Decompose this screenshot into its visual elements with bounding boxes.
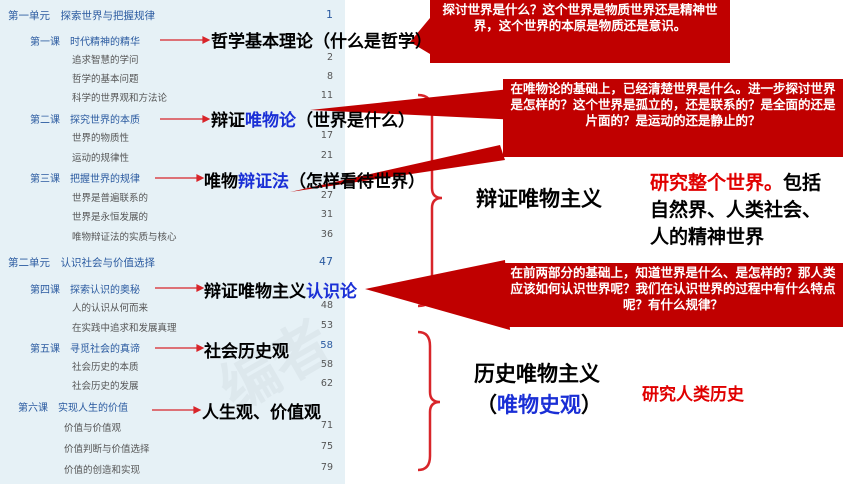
label-philosophy: 哲学基本理论（什么是哲学） xyxy=(211,32,432,52)
label-social-history: 社会历史观 xyxy=(204,342,289,362)
toc-label: 哲学的基本问题 xyxy=(72,74,139,85)
toc-label: 人的认识从何而来 xyxy=(72,303,149,314)
toc-page-number: 48 xyxy=(320,300,333,311)
toc-label: 价值的创造和实现 xyxy=(64,465,141,476)
toc-page-number: 17 xyxy=(320,130,333,141)
toc-lesson: 第四课 探索认识的奥秘 xyxy=(0,281,345,299)
toc-label: 价值判断与价值选择 xyxy=(64,444,150,455)
table-of-contents: 第一单元 探索世界与把握规律 1 第一课 时代精神的精华追求智慧的学问 2 哲学的基本问… xyxy=(0,0,345,484)
toc-page-number: 27 xyxy=(320,190,333,201)
toc-item: 唯物辩证法的实质与核心 36 xyxy=(0,229,345,247)
toc-label: 在实践中追求和发展真理 xyxy=(72,323,177,334)
toc-page-number: 31 xyxy=(320,209,333,220)
toc-label: 第一单元 探索世界与把握规律 xyxy=(8,10,155,22)
toc-label: 价值与价值观 xyxy=(64,423,122,434)
toc-label: 科学的世界观和方法论 xyxy=(72,93,168,104)
callout-box-2: 在唯物论的基础上，已经清楚世界是什么。进一步探讨世界是怎样的？这个世界是孤立的，… xyxy=(503,79,843,157)
toc-label: 追求智慧的学问 xyxy=(72,55,139,66)
toc-item: 世界的物质性 17 xyxy=(0,130,345,148)
toc-label: 世界是永恒发展的 xyxy=(72,212,149,223)
toc-item: 社会历史的发展 62 xyxy=(0,378,345,396)
toc-page-number: 71 xyxy=(320,420,333,431)
callout-box-3: 在前两部分的基础上，知道世界是什么、是怎样的？那人类应该如何认识世界呢？我们在认… xyxy=(503,263,843,327)
title-historical-materialism: 历史唯物主义 xyxy=(474,362,600,386)
toc-page-number: 21 xyxy=(320,150,333,161)
toc-lesson: 第三课 把握世界的规律 xyxy=(0,170,345,188)
toc-item: 人的认识从何而来 48 xyxy=(0,300,345,318)
toc-item: 价值的创造和实现 79 xyxy=(0,462,345,480)
brace-historical xyxy=(417,330,441,472)
toc-label: 第一课 时代精神的精华 xyxy=(30,37,140,48)
toc-lesson: 第二课 探究世界的本质 xyxy=(0,111,345,129)
toc-page-number: 58 xyxy=(320,359,333,370)
toc-lesson: 第六课 实现人生的价值 xyxy=(0,399,345,417)
toc-unit: 第一单元 探索世界与把握规律 1 xyxy=(0,8,345,26)
toc-lesson: 第五课 寻觅社会的真谛 58 xyxy=(0,340,345,358)
toc-label: 社会历史的发展 xyxy=(72,381,139,392)
toc-page-number: 11 xyxy=(320,90,333,101)
toc-label: 社会历史的本质 xyxy=(72,362,139,373)
desc-dialectical-materialism: 研究整个世界。包括自然界、人类社会、人的精神世界 xyxy=(650,172,822,248)
toc-item: 世界是普遍联系的 27 xyxy=(0,190,345,208)
toc-item: 在实践中追求和发展真理 53 xyxy=(0,320,345,338)
toc-item: 哲学的基本问题 8 xyxy=(0,71,345,89)
toc-item: 价值与价值观 71 xyxy=(0,420,345,438)
toc-item: 追求智慧的学问 2 xyxy=(0,52,345,70)
title-dialectical-materialism: 辩证唯物主义 xyxy=(476,187,602,211)
toc-unit: 第二单元 认识社会与价值选择 47 xyxy=(0,255,345,273)
label-materialist-dialectics: 唯物辩证法（怎样看待世界） xyxy=(204,172,425,192)
label-epistemology: 辩证唯物主义认识论 xyxy=(204,282,357,302)
toc-label: 世界的物质性 xyxy=(72,133,130,144)
toc-label: 唯物辩证法的实质与核心 xyxy=(72,232,177,243)
toc-item: 世界是永恒发展的 31 xyxy=(0,209,345,227)
toc-label: 运动的规律性 xyxy=(72,153,130,164)
toc-label: 第六课 实现人生的价值 xyxy=(18,403,128,414)
toc-page-number: 36 xyxy=(320,229,333,240)
subtitle-historical-materialism: （唯物史观） xyxy=(476,393,602,417)
toc-label: 第五课 寻觅社会的真谛 xyxy=(30,344,140,355)
toc-page-number: 53 xyxy=(320,320,333,331)
toc-label: 第四课 探索认识的奥秘 xyxy=(30,285,140,296)
toc-item: 科学的世界观和方法论 11 xyxy=(0,90,345,108)
toc-lesson: 第一课 时代精神的精华 xyxy=(0,33,345,51)
toc-label: 第二课 探究世界的本质 xyxy=(30,115,140,126)
toc-page-number: 2 xyxy=(326,52,333,63)
toc-label: 第二单元 认识社会与价值选择 xyxy=(8,257,155,269)
toc-page-number: 58 xyxy=(320,340,333,351)
toc-item: 社会历史的本质 58 xyxy=(0,359,345,377)
label-dialectical-materialism: 辩证唯物论（世界是什么） xyxy=(211,111,415,131)
toc-page-number: 79 xyxy=(320,462,333,473)
callout-tail-4 xyxy=(365,260,510,330)
callout-tail-2 xyxy=(310,88,520,120)
toc-page-number: 1 xyxy=(326,8,333,21)
label-life-values: 人生观、价值观 xyxy=(202,403,321,423)
toc-page-number: 62 xyxy=(320,378,333,389)
toc-page-number: 47 xyxy=(319,255,333,268)
toc-item: 价值判断与价值选择 75 xyxy=(0,441,345,459)
toc-label: 世界是普遍联系的 xyxy=(72,193,149,204)
toc-label: 第三课 把握世界的规律 xyxy=(30,174,140,185)
toc-page-number: 8 xyxy=(326,71,333,82)
callout-box-1: 探讨世界是什么？这个世界是物质世界还是精神世界，这个世界的本原是物质还是意识。 xyxy=(430,0,730,63)
desc-historical-materialism: 研究人类历史 xyxy=(642,385,744,405)
toc-page-number: 75 xyxy=(320,441,333,452)
callout-tail-3 xyxy=(290,145,505,192)
toc-item: 运动的规律性 21 xyxy=(0,150,345,168)
